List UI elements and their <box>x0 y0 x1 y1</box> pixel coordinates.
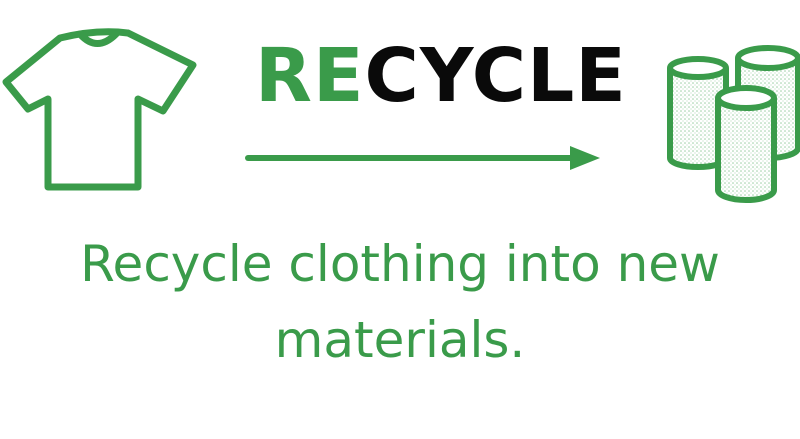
recycle-heading: RECYCLE <box>255 33 626 119</box>
fabric-roll-front <box>715 85 777 203</box>
arrow-right-icon <box>245 146 600 170</box>
caption-text: Recycle clothing into new materials. <box>80 235 720 369</box>
t-shirt-icon <box>2 28 197 191</box>
heading-prefix: RE <box>255 33 365 119</box>
fabric-rolls-icon <box>667 45 800 203</box>
heading-suffix: CYCLE <box>364 33 627 119</box>
fabric-roll-left <box>667 56 729 170</box>
